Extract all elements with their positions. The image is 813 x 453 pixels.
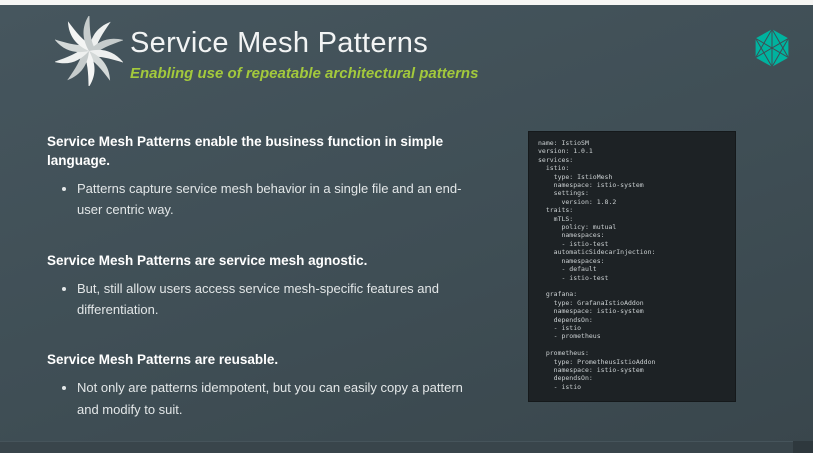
point-bullet-list: Not only are patterns idempotent, but yo… (77, 377, 469, 420)
point-section-simple-language: Service Mesh Patterns enable the busines… (47, 133, 487, 221)
slide-bottom-corner (793, 441, 813, 453)
slide-title: Service Mesh Patterns (130, 27, 429, 59)
point-bullet-list: But, still allow users access service me… (77, 278, 469, 321)
point-heading: Service Mesh Patterns are service mesh a… (47, 252, 368, 268)
meshery-hexagon-logo-icon (755, 28, 789, 68)
slide-bottom-edge (0, 441, 813, 453)
pattern-yaml-code: name: IstioSM version: 1.0.1 services: i… (538, 139, 656, 391)
point-heading: Service Mesh Patterns are reusable. (47, 352, 279, 368)
point-bullet-list: Patterns capture service mesh behavior i… (77, 178, 469, 221)
point-section-agnostic: Service Mesh Patterns are service mesh a… (47, 252, 487, 321)
slide-top-edge (0, 0, 813, 5)
bullet-item: But, still allow users access service me… (77, 278, 469, 321)
service-mesh-patterns-swirl-icon (55, 16, 123, 86)
bullet-item: Patterns capture service mesh behavior i… (77, 178, 469, 221)
slide-subtitle: Enabling use of repeatable architectural… (130, 65, 479, 82)
bullet-item: Not only are patterns idempotent, but yo… (77, 377, 469, 420)
point-heading: Service Mesh Patterns enable the busines… (47, 134, 444, 168)
point-section-reusable: Service Mesh Patterns are reusable. Not … (47, 351, 487, 420)
pattern-yaml-panel: name: IstioSM version: 1.0.1 services: i… (528, 131, 736, 402)
header-title-block: Service Mesh Patterns Enabling use of re… (130, 27, 478, 82)
talking-points: Service Mesh Patterns enable the busines… (47, 133, 487, 451)
